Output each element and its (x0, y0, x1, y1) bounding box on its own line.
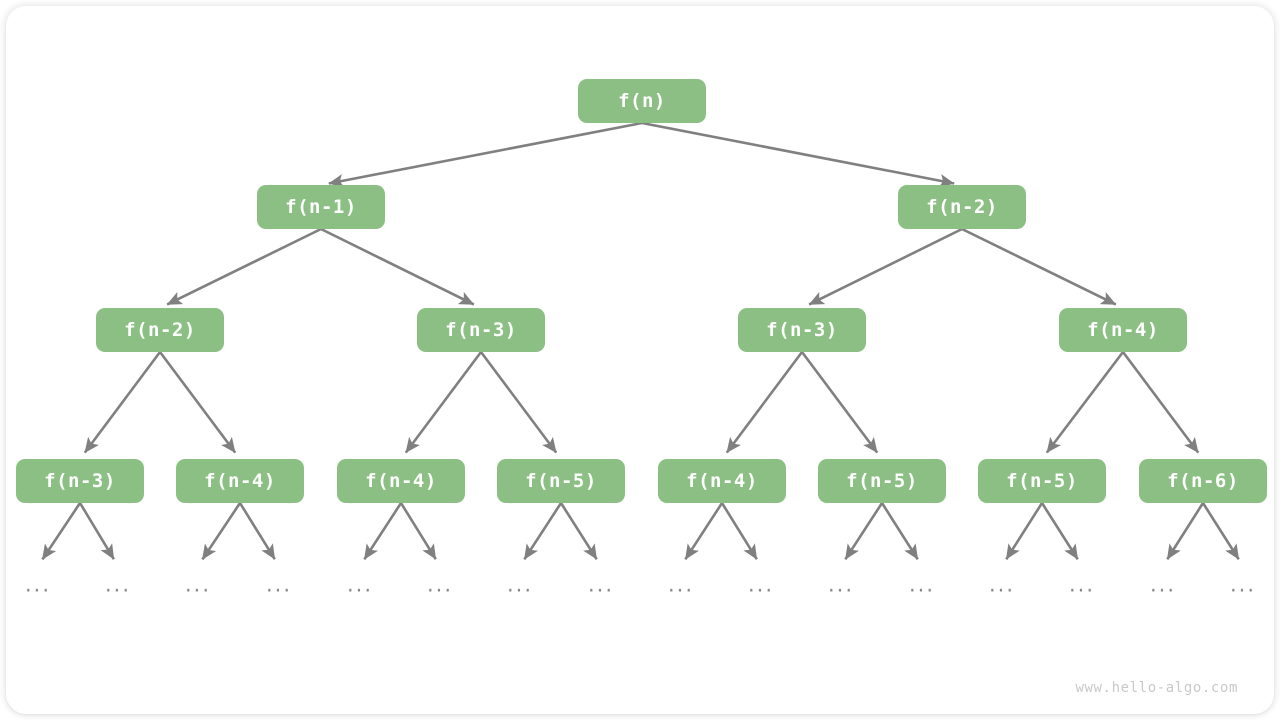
tree-node-n5: f(n-3) (738, 308, 866, 352)
tree-node-n1: f(n-1) (257, 185, 385, 229)
tree-node-n2: f(n-2) (898, 185, 1026, 229)
ellipsis-marker: ... (667, 572, 695, 597)
ellipsis-marker: ... (827, 572, 855, 597)
ellipsis-marker: ... (1149, 572, 1177, 597)
tree-node-n10: f(n-5) (497, 459, 625, 503)
ellipsis-marker: ... (908, 572, 936, 597)
watermark-label: www.hello-algo.com (1075, 680, 1238, 696)
ellipsis-marker: ... (1229, 572, 1257, 597)
ellipsis-marker: ... (988, 572, 1016, 597)
ellipsis-marker: ... (426, 572, 454, 597)
tree-node-n11: f(n-4) (658, 459, 786, 503)
tree-node-n12: f(n-5) (818, 459, 946, 503)
ellipsis-marker: ... (265, 572, 293, 597)
tree-node-n8: f(n-4) (176, 459, 304, 503)
tree-node-n7: f(n-3) (16, 459, 144, 503)
tree-node-n9: f(n-4) (337, 459, 465, 503)
tree-node-n6: f(n-4) (1059, 308, 1187, 352)
tree-node-n3: f(n-2) (96, 308, 224, 352)
tree-node-n14: f(n-6) (1139, 459, 1267, 503)
ellipsis-marker: ... (506, 572, 534, 597)
ellipsis-marker: ... (1068, 572, 1096, 597)
ellipsis-marker: ... (104, 572, 132, 597)
ellipsis-marker: ... (747, 572, 775, 597)
ellipsis-marker: ... (346, 572, 374, 597)
tree-node-n0: f(n) (578, 79, 706, 123)
ellipsis-marker: ... (184, 572, 212, 597)
tree-node-n4: f(n-3) (417, 308, 545, 352)
ellipsis-marker: ... (587, 572, 615, 597)
tree-node-n13: f(n-5) (978, 459, 1106, 503)
ellipsis-marker: ... (24, 572, 52, 597)
